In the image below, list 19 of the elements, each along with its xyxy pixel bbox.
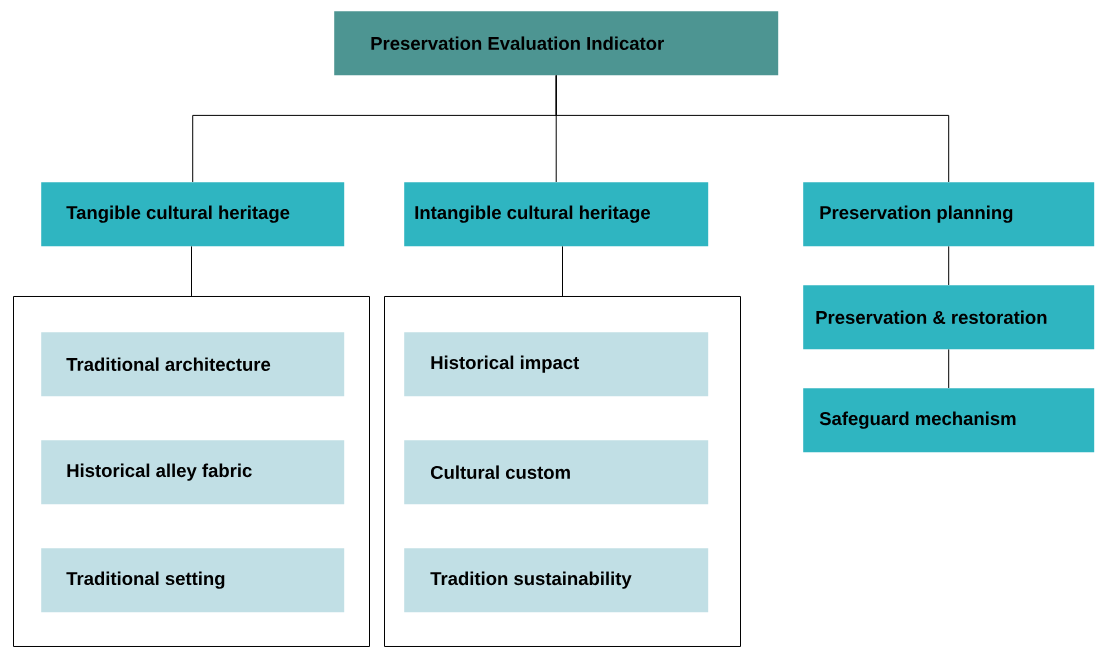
group-frame — [384, 296, 741, 647]
indicator-box: Traditional architecture — [41, 332, 345, 397]
indicator-box: Cultural custom — [404, 440, 709, 505]
category-box: Safeguard mechanism — [803, 388, 1095, 453]
category-box: Preservation & restoration — [803, 285, 1095, 350]
indicator-box: Traditional setting — [41, 548, 345, 613]
indicator-box: Tradition sustainability — [404, 548, 709, 613]
category-box: Tangible cultural heritage — [41, 182, 345, 247]
heading-box: Preservation Evaluation Indicator — [334, 11, 779, 76]
connector-line — [948, 245, 950, 286]
connector-line — [562, 245, 563, 297]
category-box: Intangible cultural heritage — [404, 182, 709, 247]
group-frame — [13, 296, 370, 647]
category-box: Preservation planning — [803, 182, 1095, 247]
connector-line — [555, 74, 950, 183]
indicator-box: Historical impact — [404, 332, 709, 397]
connector-line — [191, 245, 192, 297]
connector-line — [948, 348, 950, 389]
indicator-box: Historical alley fabric — [41, 440, 345, 505]
